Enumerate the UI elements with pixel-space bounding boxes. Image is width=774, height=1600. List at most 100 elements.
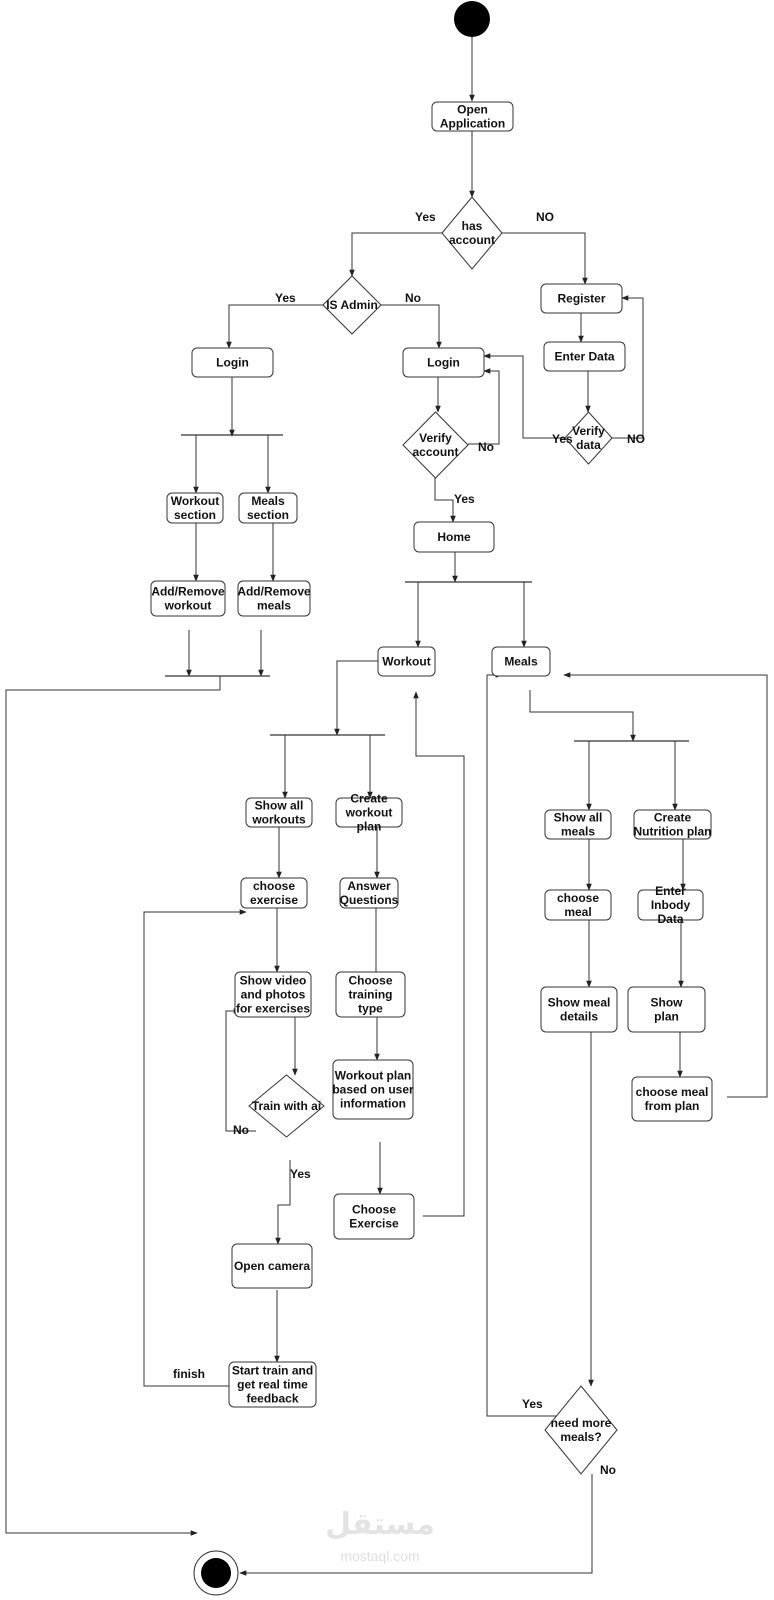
node-label: Create [350,792,388,806]
node-label: Create [654,811,692,825]
node-label: from plan [645,1099,700,1113]
node-label: based on user [332,1083,414,1097]
node-label: details [560,1010,598,1024]
label-has-account-yes: Yes [415,210,436,224]
node-label: workout [345,806,393,820]
node-label: for exercises [236,1002,310,1016]
node-label: Verify [572,424,605,438]
node-label: Show meal [548,996,611,1010]
action-login-user: Login [402,347,485,378]
watermark-arabic: مستقل [325,1507,435,1542]
node-label: Workout plan [335,1069,411,1083]
node-label: Data [657,912,683,926]
node-label: Show all [255,799,304,813]
node-label: Show [651,996,684,1010]
node-label: Nutrition plan [634,825,712,839]
label-has-account-no: NO [536,210,554,224]
action-enter-data: Enter Data [543,341,626,372]
label-finish: finish [173,1367,205,1381]
node-label: Add/Remove [151,585,225,599]
label-verify-data-no: NO [627,432,645,446]
action-login-admin: Login [191,347,274,378]
label-verify-account-no: No [478,440,494,454]
node-label: meals? [560,1430,601,1444]
node-label: Choose [348,974,392,988]
start-node [454,1,490,37]
node-label: meals [257,599,291,613]
node-label: Enter [655,884,686,898]
action-home: Home [413,521,495,553]
node-label: plan [654,1010,679,1024]
node-label: account [412,445,458,459]
node-label: Home [437,530,471,544]
node-label: type [358,1002,383,1016]
node-label: Login [216,356,249,370]
node-label: data [576,438,601,452]
label-train-ai-no: No [233,1123,249,1137]
node-label: choose meal [636,1085,709,1099]
node-label: section [247,508,289,522]
edges [5,37,768,1576]
node-label: Start train and [232,1364,313,1378]
decision-is-admin: IS Admin [322,275,382,335]
action-meals: Meals [491,646,551,677]
node-label: Train with ai [252,1099,321,1113]
node-label: Application [440,117,505,131]
node-label: Exercise [349,1217,399,1231]
watermark-site: mostaql.com [340,1548,419,1564]
node-label: meals [561,825,595,839]
node-label: get real time [237,1378,308,1392]
node-label: Show video [240,974,307,988]
node-label: choose [557,891,599,905]
node-label: information [340,1097,406,1111]
action-register: Register [540,283,623,314]
node-label: Meals [504,655,538,669]
node-label: Enter Data [554,350,614,364]
node-label: Login [427,356,460,370]
node-label: workouts [251,813,306,827]
label-verify-data-yes: Yes [552,432,573,446]
node-label: Answer [347,879,391,893]
node-label: Open [457,103,488,117]
node-label: Workout [382,655,430,669]
action-open-camera: Open camera [231,1243,313,1289]
node-label: meal [564,905,591,919]
node-label: has [462,219,483,233]
edge-labels: Yes NO Yes No No Yes Yes NO No Yes finis… [173,210,645,1477]
node-label: Choose [352,1203,396,1217]
node-label: feedback [246,1392,298,1406]
label-is-admin-no: No [405,291,421,305]
end-node [193,1550,239,1596]
label-is-admin-yes: Yes [275,291,296,305]
action-workout: Workout [377,646,436,677]
node-label: Inbody [651,898,691,912]
label-verify-account-yes: Yes [454,492,475,506]
node-label: section [174,508,216,522]
node-label: Workout [171,494,219,508]
label-need-more-yes: Yes [522,1397,543,1411]
node-label: workout [164,599,212,613]
node-label: IS Admin [326,298,378,312]
watermark: مستقل mostaql.com [325,1507,435,1564]
